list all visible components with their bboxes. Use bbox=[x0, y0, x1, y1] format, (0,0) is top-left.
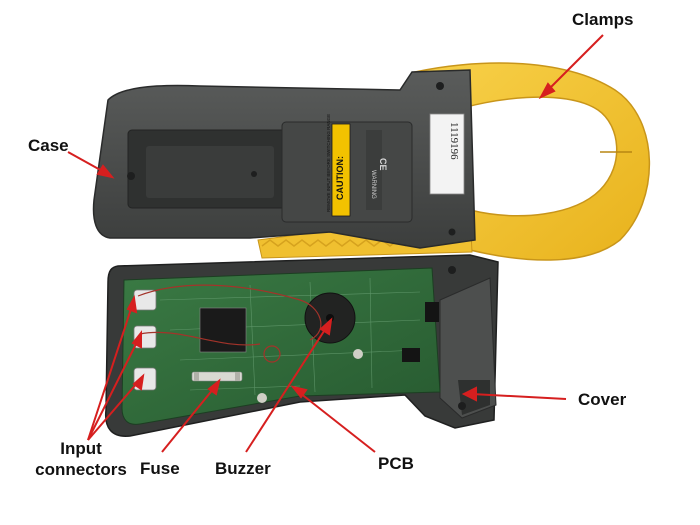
leader-input bbox=[87, 294, 145, 441]
input-connector-sockets bbox=[133, 289, 157, 391]
label-buzzer: Buzzer bbox=[215, 459, 271, 478]
ce-mark: CE bbox=[378, 158, 388, 171]
case-shell bbox=[92, 69, 476, 249]
serial-number: 1119196 bbox=[448, 122, 460, 160]
label-input-line2: connectors bbox=[35, 460, 127, 479]
fuse-component bbox=[191, 371, 243, 382]
label-cover: Cover bbox=[578, 390, 627, 409]
label-input-connectors: Input connectors bbox=[16, 438, 146, 480]
leader-lines bbox=[67, 34, 604, 453]
leader-cover bbox=[461, 386, 567, 402]
ic-chip bbox=[199, 307, 247, 353]
label-input-line1: Input bbox=[60, 439, 102, 458]
leader-pcb bbox=[290, 385, 376, 453]
label-fuse: Fuse bbox=[140, 459, 180, 478]
caution-title: CAUTION: bbox=[335, 156, 345, 200]
leader-fuse bbox=[161, 378, 221, 453]
leader-case bbox=[67, 151, 115, 179]
device-markings: CAUTION: REMOVE INPUT BEFORE SWITCHING R… bbox=[326, 114, 460, 212]
label-clamps: Clamps bbox=[572, 10, 634, 29]
pcb-board bbox=[121, 267, 441, 425]
warning-tag: WARNING bbox=[370, 170, 376, 199]
label-pcb: PCB bbox=[378, 454, 414, 473]
caution-text: REMOVE INPUT BEFORE SWITCHING RANGE bbox=[326, 114, 331, 212]
buzzer-component bbox=[304, 292, 356, 344]
label-case: Case bbox=[28, 136, 69, 155]
leader-clamps bbox=[538, 34, 604, 100]
leader-buzzer bbox=[245, 317, 333, 453]
small-chip bbox=[402, 348, 420, 362]
